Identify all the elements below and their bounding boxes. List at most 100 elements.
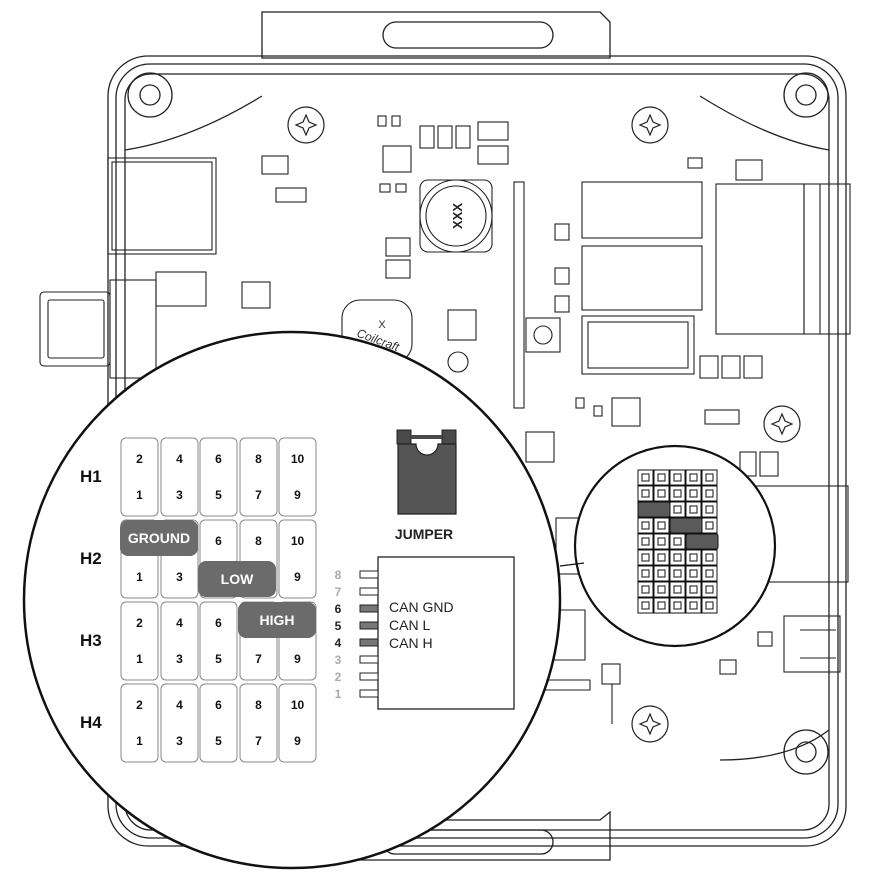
- connector-pin-number: 8: [335, 568, 342, 582]
- mini-pin: [705, 569, 714, 578]
- mini-pin-cell: [669, 469, 686, 486]
- mini-pin-cell: [685, 549, 702, 566]
- mini-pin-cell: [685, 581, 702, 598]
- pin-column: [199, 437, 238, 517]
- pin-column: [120, 601, 159, 681]
- mini-pin-cell: [653, 549, 670, 566]
- mini-pin-cell: [637, 597, 654, 614]
- connector-pin: [359, 604, 379, 613]
- pin-number: 8: [255, 452, 262, 466]
- board-components: [39, 115, 851, 724]
- mini-pin-cell: [637, 485, 654, 502]
- connector-pin: [359, 570, 379, 579]
- pin-number: 8: [255, 534, 262, 548]
- signal-can-gnd: CAN GND: [389, 599, 454, 615]
- mini-pin: [657, 585, 666, 594]
- pin-number: 9: [294, 488, 301, 502]
- pin-number: 9: [294, 652, 301, 666]
- header-label-h3: H3: [80, 631, 102, 650]
- mini-pin-cell: [701, 549, 718, 566]
- signal-can-h: CAN H: [389, 635, 433, 651]
- pin-number: 3: [176, 570, 183, 584]
- svg-text:HIGH: HIGH: [260, 612, 295, 628]
- mini-pin-cell: [653, 517, 670, 534]
- pin-column: [199, 601, 238, 681]
- mini-jumper: [637, 501, 671, 518]
- pin-column: [278, 683, 317, 763]
- mini-pin-cell: [701, 517, 718, 534]
- header-labels: H1 H2 H3 H4: [80, 467, 102, 732]
- mini-pin-cell: [701, 469, 718, 486]
- pin-number: 1: [136, 652, 143, 666]
- pin-column: [120, 683, 159, 763]
- mini-pin: [705, 521, 714, 530]
- jumper-pill-low: LOW: [198, 561, 276, 597]
- pin-number: 2: [136, 616, 143, 630]
- jumper-pill-high: HIGH: [238, 602, 316, 638]
- mini-pin: [673, 505, 682, 514]
- mini-pin-cell: [669, 581, 686, 598]
- pin-number: 5: [215, 734, 222, 748]
- mini-pin-cell: [685, 501, 702, 518]
- mini-pin: [705, 585, 714, 594]
- mini-pin-cell: [669, 597, 686, 614]
- mini-pin-cell: [637, 533, 654, 550]
- connector-pin: [359, 689, 379, 698]
- mini-pin: [641, 569, 650, 578]
- mini-pin: [673, 569, 682, 578]
- signal-can-l: CAN L: [389, 617, 430, 633]
- mini-pin: [689, 569, 698, 578]
- pin-number: 3: [176, 488, 183, 502]
- pin-number: 5: [215, 488, 222, 502]
- pin-number: 7: [255, 488, 262, 502]
- connector-pin: [359, 655, 379, 664]
- pin-number: 2: [136, 698, 143, 712]
- mini-pin: [673, 585, 682, 594]
- mini-pin-cell: [701, 597, 718, 614]
- mini-pin: [689, 505, 698, 514]
- mini-pin: [641, 585, 650, 594]
- pin-column: [239, 683, 278, 763]
- pin-number: 4: [176, 616, 183, 630]
- mini-pin-cell: [669, 565, 686, 582]
- mini-pin-cell: [637, 469, 654, 486]
- pin-number: 9: [294, 734, 301, 748]
- connector-pin: [359, 638, 379, 647]
- mini-pin: [673, 537, 682, 546]
- mini-pin: [657, 537, 666, 546]
- pin-number: 8: [255, 698, 262, 712]
- pin-number: 1: [136, 570, 143, 584]
- mini-pin-cell: [669, 549, 686, 566]
- jumper-label: JUMPER: [395, 526, 453, 542]
- header-label-h1: H1: [80, 467, 102, 486]
- mini-pin-cell: [685, 469, 702, 486]
- mini-pin: [641, 601, 650, 610]
- pin-number: 4: [176, 698, 183, 712]
- mini-pin: [641, 521, 650, 530]
- board-jumper-magnifier: [559, 444, 777, 648]
- pin-column: [278, 519, 317, 599]
- mini-pin-cell: [669, 485, 686, 502]
- pin-number: 4: [176, 452, 183, 466]
- mini-pin-cell: [653, 485, 670, 502]
- mini-pin: [689, 601, 698, 610]
- mini-pin: [705, 473, 714, 482]
- mini-pin: [673, 553, 682, 562]
- pin-number: 5: [215, 652, 222, 666]
- svg-text:GROUND: GROUND: [128, 530, 190, 546]
- mini-pin: [657, 569, 666, 578]
- mini-pin: [705, 489, 714, 498]
- connector-pin-number: 2: [335, 670, 342, 684]
- mini-pin: [705, 505, 714, 514]
- pin-column: [160, 683, 199, 763]
- pin-number: 6: [215, 698, 222, 712]
- mini-pin: [657, 601, 666, 610]
- mini-pin: [705, 553, 714, 562]
- mini-pin-cell: [701, 565, 718, 582]
- mini-pin-cell: [637, 549, 654, 566]
- mini-pin: [705, 601, 714, 610]
- svg-text:LOW: LOW: [221, 571, 254, 587]
- mounting-holes: [127, 72, 829, 775]
